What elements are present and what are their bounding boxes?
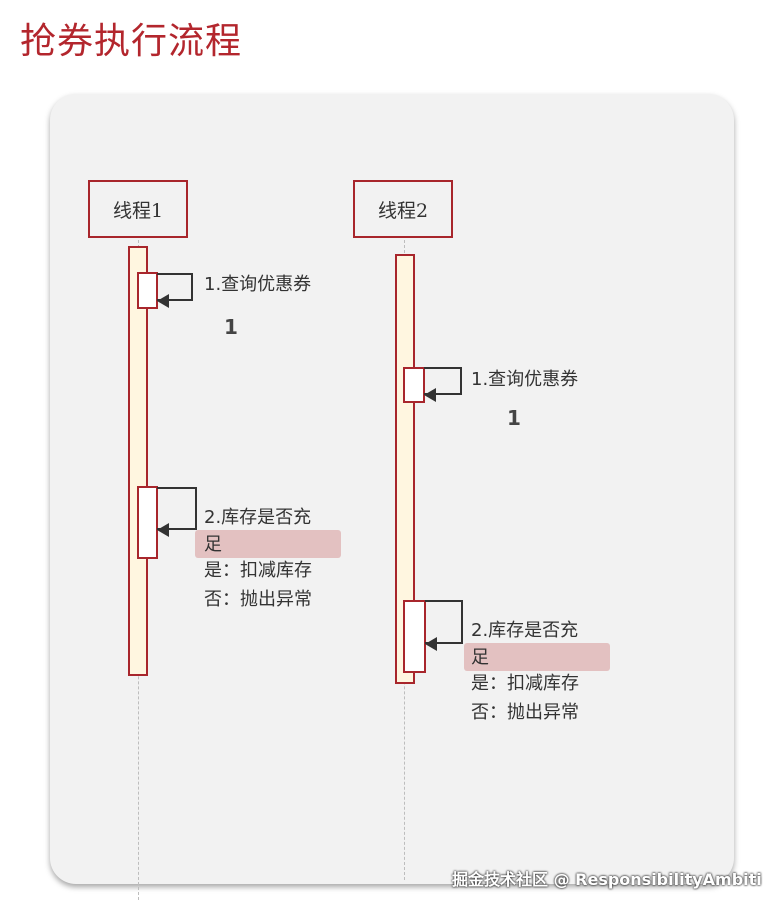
thread1-activation-bar (128, 246, 148, 676)
thread1-actor-label: 线程1 (112, 199, 164, 222)
thread2-actor-box: 线程2 (353, 180, 453, 238)
thread1-step2-no: 否：抛出异常 (204, 589, 312, 610)
thread1-step1-result: 1 (224, 315, 238, 339)
thread2-step1-arrow-icon (424, 388, 436, 402)
thread1-step1-activation (137, 272, 158, 309)
thread2-step2-self-message (425, 600, 463, 644)
thread1-step2-activation (137, 486, 158, 559)
thread1-step2-label: 2.库存是否充 (204, 507, 312, 528)
thread2-step2-no: 否：抛出异常 (471, 702, 579, 723)
thread1-step2-highlight (195, 530, 341, 558)
thread2-step2-label: 2.库存是否充 (471, 620, 579, 641)
thread2-activation-bar (395, 254, 415, 684)
thread2-step1-self-message (424, 367, 462, 395)
thread2-step2-arrow-icon (425, 637, 437, 651)
thread2-step2-yes: 是：扣减库存 (471, 673, 579, 694)
thread2-actor-label: 线程2 (377, 199, 429, 222)
watermark: 掘金技术社区 @ ResponsibilityAmbiti (452, 870, 762, 889)
thread1-step1-arrow-icon (157, 294, 169, 308)
thread2-step1-label: 1.查询优惠券 (471, 369, 579, 390)
thread1-step2-label-wrap: 足 (204, 534, 222, 555)
thread2-step2-activation (403, 600, 426, 673)
thread1-actor-box: 线程1 (88, 180, 188, 238)
thread2-step2-label-wrap: 足 (471, 647, 489, 668)
thread2-step1-result: 1 (507, 406, 521, 430)
thread1-step1-self-message (157, 273, 193, 301)
thread1-step1-label: 1.查询优惠券 (204, 274, 312, 295)
thread1-step2-yes: 是：扣减库存 (204, 560, 312, 581)
thread1-step2-self-message (157, 487, 197, 530)
page-title: 抢券执行流程 (20, 21, 243, 62)
thread1-step2-arrow-icon (157, 523, 169, 537)
thread2-step2-highlight (464, 643, 610, 671)
thread2-step1-activation (403, 367, 425, 403)
